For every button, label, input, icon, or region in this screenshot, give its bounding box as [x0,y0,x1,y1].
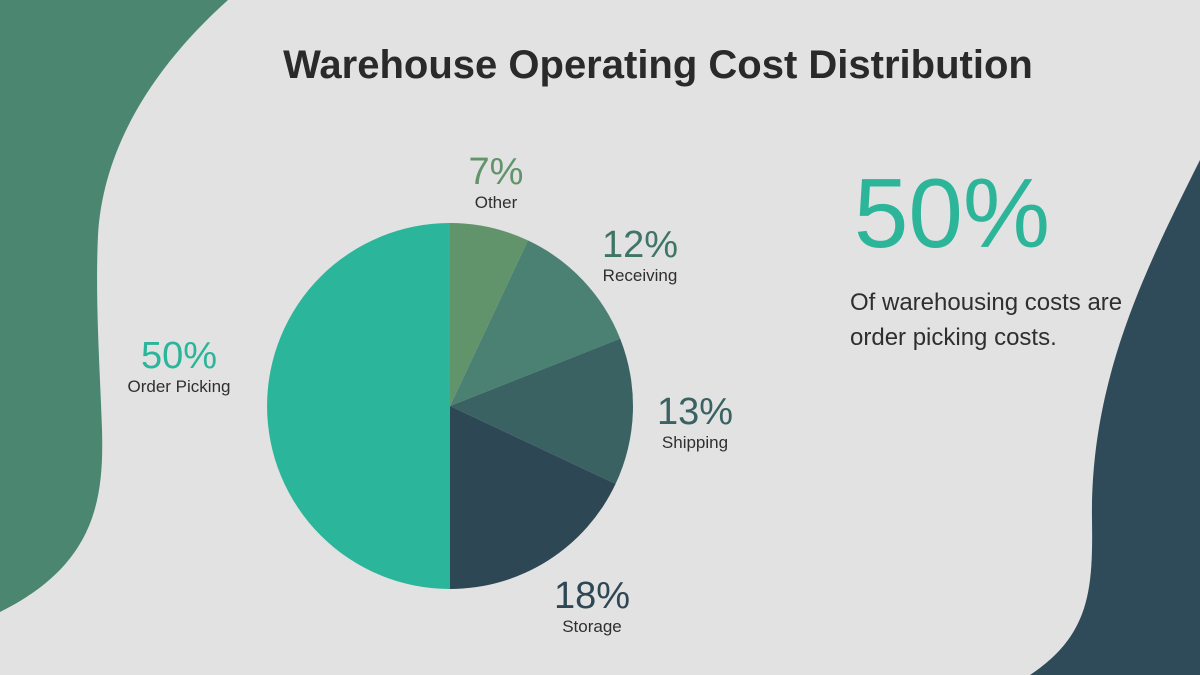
pie-value-label-storage: 18% [554,575,630,617]
pie-slice-shipping [450,338,634,484]
pie-labels: 7%Other 12%Receiving 13%Shipping 18%Storage… [128,151,734,636]
pie-category-label-order-picking: Order Picking [128,377,231,396]
highlight-value: 50% [854,158,1050,268]
pie-value-label-order-picking: 50% [141,335,217,377]
background-left-shape [0,0,228,612]
pie-value-label-receiving: 12% [602,224,678,266]
chart-title: Warehouse Operating Cost Distribution [283,43,1033,87]
pie-value-label-shipping: 13% [657,391,733,433]
pie-category-label-other: Other [475,193,518,212]
pie-category-label-receiving: Receiving [603,266,678,285]
pie-category-label-shipping: Shipping [662,433,728,452]
background-right-shape [1030,160,1200,675]
pie-category-label-storage: Storage [562,617,622,636]
pie-chart [267,223,634,589]
highlight-caption-line-1: Of warehousing costs are [850,289,1122,316]
pie-slice-receiving [450,240,621,406]
pie-slice-order-picking [267,223,450,589]
pie-value-label-other: 7% [469,151,524,193]
pie-slice-storage [450,406,616,589]
pie-slice-other [450,223,528,406]
highlight-caption-line-2: order picking costs. [850,324,1057,351]
